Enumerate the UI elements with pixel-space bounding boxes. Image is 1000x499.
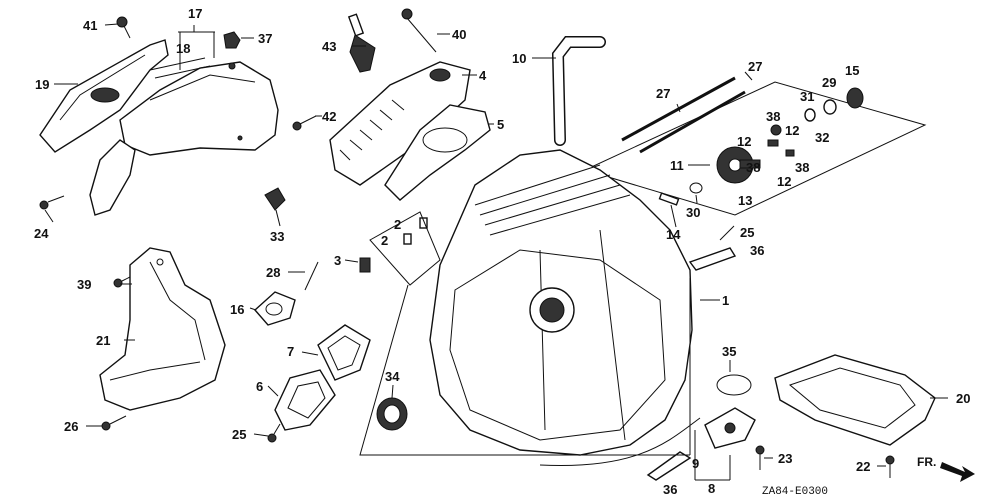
part-21-lower-shroud: [99, 247, 226, 411]
part-36-strip-upper: [688, 247, 737, 271]
callout-36a: 36: [750, 243, 764, 258]
pins-2: [403, 217, 428, 245]
callout-33: 33: [270, 229, 284, 244]
callout-13: 13: [738, 193, 752, 208]
callout-2b: 2: [381, 233, 388, 248]
part-43-spark-plug: [347, 13, 376, 73]
callout-20: 20: [956, 391, 970, 406]
callout-labels: 41 17 37 18 19 43 40 4 10 27 27 31 29 15…: [34, 6, 970, 497]
callout-1: 1: [722, 293, 729, 308]
part-36-strip-lower: [646, 451, 692, 481]
washer-30: [689, 182, 703, 194]
callout-11: 11: [670, 158, 684, 173]
callout-25b: 25: [232, 427, 246, 442]
callout-35: 35: [722, 344, 736, 359]
pin-3: [359, 257, 371, 273]
callout-25a: 25: [740, 225, 754, 240]
callout-21: 21: [96, 333, 110, 348]
leader-lines: [44, 23, 948, 481]
part-8-oil-switch: [539, 407, 756, 467]
callout-3: 3: [334, 253, 341, 268]
callout-43: 43: [322, 39, 336, 54]
part-19-shroud-cover: [39, 39, 169, 153]
callout-34: 34: [385, 369, 400, 384]
callout-38a: 38: [766, 109, 780, 124]
callout-22: 22: [856, 459, 870, 474]
pin-14: [658, 192, 680, 206]
part-35-o-ring: [716, 374, 752, 396]
callout-15: 15: [845, 63, 859, 78]
callout-18: 18: [176, 41, 190, 56]
clip-33: [264, 187, 286, 211]
stud-28: [304, 261, 319, 291]
callout-14: 14: [666, 227, 681, 242]
callout-10: 10: [512, 51, 526, 66]
bolt-24: [39, 195, 65, 210]
callout-30: 30: [686, 205, 700, 220]
callout-36b: 36: [663, 482, 677, 497]
bolt-41: [116, 16, 131, 39]
callout-31: 31: [800, 89, 814, 104]
callout-37: 37: [258, 31, 272, 46]
part-4-cylinder-head: [329, 61, 471, 186]
part-40-bolt: [401, 8, 437, 53]
callout-9: 9: [692, 456, 699, 471]
callout-7: 7: [287, 344, 294, 359]
part-11-governor-box: [583, 81, 927, 216]
callout-4: 4: [479, 68, 487, 83]
bolt-39: [113, 276, 131, 288]
part-6-plate: [274, 369, 336, 431]
callout-12a: 12: [785, 123, 799, 138]
diagram-code: ZA84-E0300: [762, 486, 828, 498]
callout-38b: 38: [746, 160, 760, 175]
bolt-23: [755, 445, 765, 470]
nut-37: [223, 31, 241, 49]
bolt-26: [101, 415, 127, 431]
callout-2a: 2: [394, 217, 401, 232]
bolt-22: [885, 455, 895, 478]
callout-27b: 27: [656, 86, 670, 101]
bolt-25-lower: [267, 423, 281, 443]
part-7-plate: [317, 324, 371, 381]
bolt-42: [292, 115, 317, 131]
callout-23: 23: [778, 451, 792, 466]
part-17-housing: [89, 57, 279, 216]
part-34-oil-seal: [376, 397, 408, 431]
callout-5: 5: [497, 117, 504, 132]
frame-lines: [359, 211, 691, 456]
callout-19: 19: [35, 77, 49, 92]
part-13-governor-gear: [716, 146, 761, 184]
callout-6: 6: [256, 379, 263, 394]
callout-28: 28: [266, 265, 280, 280]
callout-38c: 38: [795, 160, 809, 175]
callout-27a: 27: [748, 59, 762, 74]
callout-16: 16: [230, 302, 244, 317]
callout-12c: 12: [777, 174, 791, 189]
part-27-rods: [621, 76, 746, 154]
part-5-gasket: [384, 104, 491, 201]
callout-41: 41: [83, 18, 97, 33]
callout-42: 42: [322, 109, 336, 124]
bolt-25-upper: [719, 225, 735, 241]
callout-12b: 12: [737, 134, 751, 149]
part-20-base-cover: [774, 354, 936, 446]
part-16-plate: [254, 291, 296, 326]
callout-24: 24: [34, 226, 49, 241]
callout-29: 29: [822, 75, 836, 90]
callout-32: 32: [815, 130, 829, 145]
callout-40: 40: [452, 27, 466, 42]
direction-label: FR.: [917, 455, 936, 469]
callout-17: 17: [188, 6, 202, 21]
part-10-tube: [551, 36, 606, 146]
callout-8: 8: [708, 481, 715, 496]
part-1-crankcase: [429, 149, 693, 456]
callout-39: 39: [77, 277, 91, 292]
part-15-29-31-small-parts: [767, 87, 864, 157]
direction-arrow-icon: [940, 462, 975, 482]
callout-26: 26: [64, 419, 78, 434]
